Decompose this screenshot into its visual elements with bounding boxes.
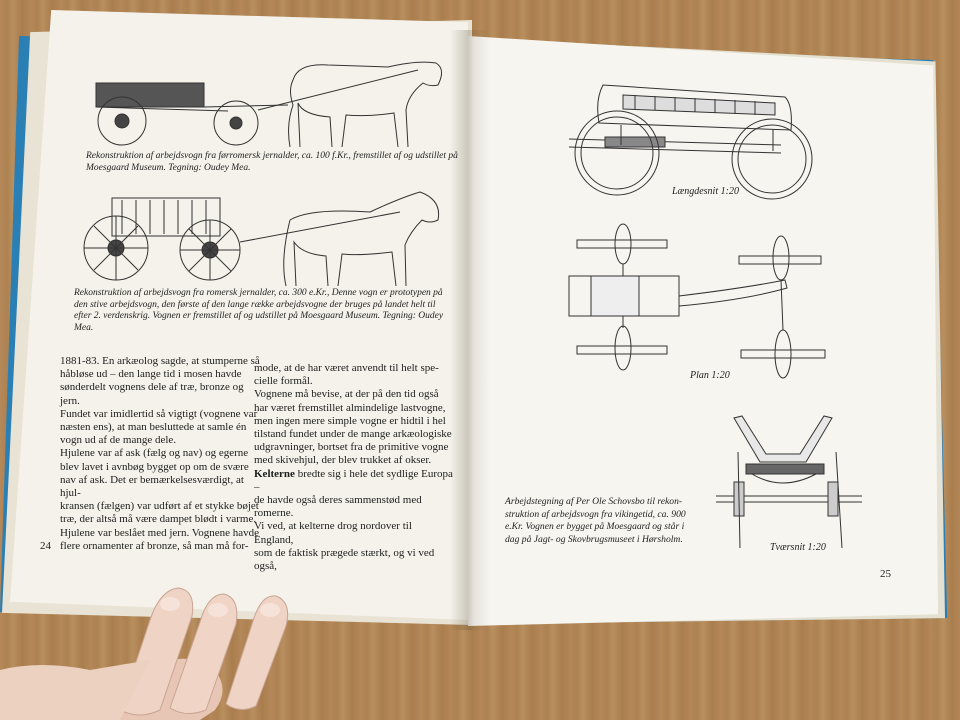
page-number-left: 24 bbox=[40, 540, 51, 552]
column-2-part2: bredte sig i hele det sydlige Europa – d… bbox=[254, 467, 453, 573]
caption-top: Rekonstruktion af arbejdsvogn fra førrom… bbox=[86, 151, 458, 173]
column-2-bold: Kelterne bbox=[254, 467, 295, 480]
plan-view-drawing bbox=[568, 223, 826, 379]
caption-middle: Rekonstruktion af arbejdsvogn fra romers… bbox=[74, 288, 444, 333]
body-column-1: 1881-83. En arkæolog sagde, at stumperne… bbox=[60, 355, 260, 552]
hand bbox=[0, 587, 289, 720]
page-number-right: 25 bbox=[880, 568, 891, 580]
book-gutter bbox=[450, 30, 490, 630]
right-page bbox=[468, 36, 938, 626]
side-view-drawing bbox=[568, 84, 813, 200]
wagon-horse-drawing bbox=[83, 191, 440, 287]
label-cross-section: Tværsnit 1:20 bbox=[770, 542, 826, 553]
wagon-ox-drawing bbox=[95, 61, 442, 148]
caption-right: Arbejdstegning af Per Ole Schovsbo til r… bbox=[505, 496, 686, 545]
cross-section-drawing bbox=[716, 415, 862, 549]
left-page bbox=[10, 10, 468, 620]
label-side-view: Længdesnit 1:20 bbox=[672, 186, 739, 197]
label-plan-view: Plan 1:20 bbox=[690, 370, 730, 381]
column-2-part1: mode, at de har været anvendt til helt s… bbox=[254, 362, 452, 467]
body-column-2: mode, at de har været anvendt til helt s… bbox=[254, 362, 454, 573]
